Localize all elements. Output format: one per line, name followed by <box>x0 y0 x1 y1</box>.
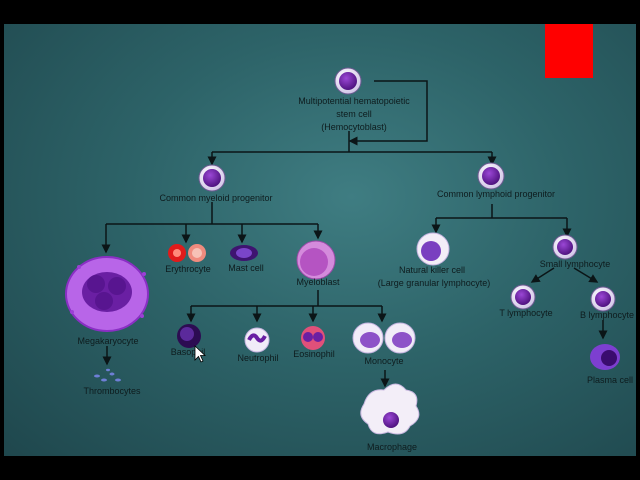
megakaryocyte-cell <box>65 256 149 332</box>
mast-cell-label: Mast cell <box>228 263 264 273</box>
myeloblast-cell <box>296 240 336 280</box>
stem-label-1: Multipotential hematopoietic <box>298 96 410 106</box>
stem-cell <box>334 67 362 95</box>
nk-label-1: Natural killer cell <box>399 265 465 275</box>
b-lymphocyte-cell <box>590 286 616 312</box>
natural-killer-cell <box>416 232 450 266</box>
thrombocytes-label: Thrombocytes <box>83 386 141 396</box>
eosinophil-cell <box>301 326 325 350</box>
erythrocyte-label: Erythrocyte <box>165 264 211 274</box>
connector-lines <box>101 80 608 388</box>
basophil-cell <box>177 324 201 348</box>
monocyte-cells <box>352 322 416 354</box>
erythrocyte-cells <box>168 244 206 262</box>
eosinophil-label: Eosinophil <box>293 349 335 359</box>
basophil-label: Basophil <box>171 347 206 357</box>
myeloid-progenitor-cell <box>198 164 226 192</box>
macrophage-label: Macrophage <box>367 442 417 452</box>
stem-label-2: stem cell <box>336 109 372 119</box>
plasma-cell-label: Plasma cell <box>587 375 633 385</box>
macrophage-cell <box>360 383 420 435</box>
myeloid-label: Common myeloid progenitor <box>159 193 272 203</box>
mouse-cursor-icon <box>194 345 207 363</box>
megakaryocyte-label: Megakaryocyte <box>77 336 138 346</box>
slide: Multipotential hematopoietic stem cell (… <box>4 24 636 456</box>
b-lymphocyte-label: B lymphocyte <box>580 310 634 320</box>
thrombocytes-cells <box>94 368 121 382</box>
lymphoid-progenitor-cell <box>477 162 505 190</box>
stem-label-3: (Hemocytoblast) <box>321 122 387 132</box>
plasma-cell <box>590 344 620 370</box>
t-lymphocyte-label: T lymphocyte <box>499 308 552 318</box>
lymphoid-label: Common lymphoid progenitor <box>437 189 555 199</box>
neutrophil-label: Neutrophil <box>237 353 278 363</box>
monocyte-label: Monocyte <box>364 356 403 366</box>
hematopoiesis-diagram: Multipotential hematopoietic stem cell (… <box>65 67 634 452</box>
nk-label-2: (Large granular lymphocyte) <box>378 278 491 288</box>
t-lymphocyte-cell <box>510 284 536 310</box>
myeloblast-label: Myeloblast <box>296 277 340 287</box>
small-lymphocyte-label: Small lymphocyte <box>540 259 611 269</box>
neutrophil-cell <box>244 327 270 353</box>
mast-cell <box>230 245 258 261</box>
small-lymphocyte-cell <box>552 234 578 260</box>
record-indicator <box>545 24 593 78</box>
